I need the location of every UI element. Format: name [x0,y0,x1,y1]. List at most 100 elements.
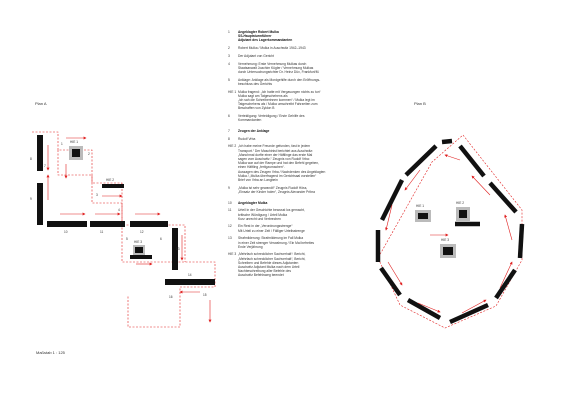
wall [517,223,525,259]
vitrine [459,210,467,218]
legend-text-line: „Mulka ist sehr gewandt!“ Zeugnis Rudolf… [238,185,308,190]
legend-text-line: Mulka / „Mulka überfragend im Gerichtsaa… [238,173,317,178]
legend-entry-number: 2 [228,46,230,51]
hie-tag: HIE 1 [416,204,424,208]
plan-a-dashed-inner [57,150,186,262]
legend-text-line: Auschwitz Befehlsweg beendet [238,273,284,278]
legend-text-line: Rudolf Vrba [238,136,256,141]
hie-tag: HIE 3 [441,238,449,242]
legend-entry: HIE 3„Mehrfach schrecklicher Sachverhalt… [228,252,356,277]
legend-text-line: Ende Verjährung [238,244,263,249]
legend-entry-number: 3 [228,53,230,58]
route-arrow [404,169,421,191]
hie-tag: HIE 1 [70,140,78,144]
legend-text-line: sagen vom Auschwitz.“ Zeugnis von Rudolf… [238,156,310,161]
legend-text-line: Tatgeschehens als / Mulka umschreibt Fah… [238,102,318,107]
vitrine [72,149,80,157]
legend-text-line: in einer Zeit strenger Verwahrung / Ein … [238,240,315,245]
legend-text-line: „Mehrfach schrecklicher Sachverhalt“: Be… [238,252,306,257]
legend-text-line: beschluss des Gerichts [238,81,273,86]
wall [165,279,215,285]
legend-text-line: Mit Urteil zu einer Zeit / Fälliger Urte… [238,228,305,233]
legend-text-line: kritische Würdigung / Urteil Mulka [238,212,288,217]
wall [47,221,87,227]
legend-text-line: „ich sah die Schreiberinnen kommen“ / Mu… [238,97,315,102]
hie-tag: HIE 2 [106,178,114,182]
legend-entry-number: 4 [228,61,230,66]
legend-text-line: Mulka war auf der Rampe und hat den Befe… [238,161,320,166]
legend-text-line: Kommandanten [238,118,262,123]
legend-text-line: Aussagen des Zeugen Vrba / Nachdenken de… [238,169,326,174]
legend-entry-number: 10 [228,200,232,205]
wall [37,183,43,225]
legend-entry: 9„Mulka ist sehr gewandt!“ Zeugnis Rudol… [228,186,356,194]
legend-text-line: Urteil in der Geschichte bewusst los gem… [238,208,305,213]
plan-a-drawing: 8 7 9 10 11 12 1 2 3 4 5 6 13 14 15 16 H… [30,131,216,328]
hie-tag: HIE 3 [134,240,142,244]
plan-b-drawing: HIE 1 HIE 2 HIE 3 [375,134,525,329]
wall [488,181,518,214]
legend-text-line: Auschwitz Adjutant Mulka nach dem Urteil [238,265,300,270]
legend-text-line: „Ich habe meine Freunde gefunden, fast i… [238,144,311,149]
station-number: 12 [140,230,144,234]
wall [404,144,438,177]
legend-entry: HIE 2„Ich habe meine Freunde gefunden, f… [228,144,356,182]
station-number: 7 [44,164,46,168]
legend-text-line: Verteidigung: Verteidigung / Erste Gehil… [238,114,305,119]
route-arrow [444,154,461,161]
legend-heading-line: Angeklagter Robert Mulka [238,30,279,34]
legend-entry: 2 Robert Mulka / Mulka in Auschwitz 1942–… [228,46,356,50]
wall [379,178,405,222]
wall [449,302,489,325]
legend-text-line: Strafmilderung: Strafmilderung im Fall M… [238,236,304,241]
station-number: 2 [88,152,90,156]
scale-label: Maßstab 1 : 125 [36,350,65,355]
legend-entry-number: HIE 3 [228,252,237,257]
station-number: 10 [64,230,68,234]
station-number: 15 [203,293,207,297]
legend-entry-number: 6 [228,114,230,119]
wall [441,138,453,145]
route-arrow [385,204,393,231]
legend-heading-line: SS-Hauptsturmführer [238,34,272,39]
plan-a-label: Plan A [35,101,47,106]
plan-b-dashed-outline [377,134,523,329]
route-arrow [461,299,487,314]
route-arrow [471,175,491,196]
wall [458,144,486,178]
legend-text-line: „Einsatz der Kinder holen“, Zeugnis Alex… [238,189,315,194]
legend-text-line: Nachbeschreibung aller Befehle des [238,269,291,274]
wall [102,184,124,188]
route-arrow [504,214,513,241]
legend-entry-number: 5 [228,77,230,82]
wall [406,298,442,320]
legend-entry-number: 11 [228,208,232,213]
station-number: 8 [30,157,32,161]
legend-entry-number: 13 [228,236,232,241]
legend-entry: 13 Strafmilderung: Strafmilderung im Fall… [228,236,356,249]
legend-text-line: Robert Mulka / Mulka in Auschwitz 1942–1… [238,46,306,51]
wall [494,268,517,300]
station-number: 13 [176,247,180,251]
wall [37,135,43,171]
legend-text-line: Beschaffen von Zyklon B [238,106,275,111]
legend-heading-line: Zeugen der Anklage [238,128,270,133]
legend-text-line: Anklage: Anklage als Mordgehilfe durch d… [238,77,321,82]
legend-text-line: Transport.“ Der Maschinist berichtet aus… [238,148,314,153]
station-number: 16 [169,295,173,299]
legend-entry-number: 1 [228,30,230,34]
wall [379,266,402,297]
legend-text-line: Staatsanwalt Joachim Kügler / Vernehmung… [238,65,314,70]
legend-text-line: Kurz unrecht und Verbrechen [238,216,281,221]
wall [130,255,152,259]
legend-entry: 11 Urteil in der Geschichte bewusst los g… [228,208,356,221]
legend-text-line: einen Häftling „fertigzumachen“. [238,165,285,170]
legend-text-line: Der Adjutant von Gericht [238,53,274,58]
legend-text-line: „Manchmal durfte einer der Häftlinge das… [238,152,313,157]
